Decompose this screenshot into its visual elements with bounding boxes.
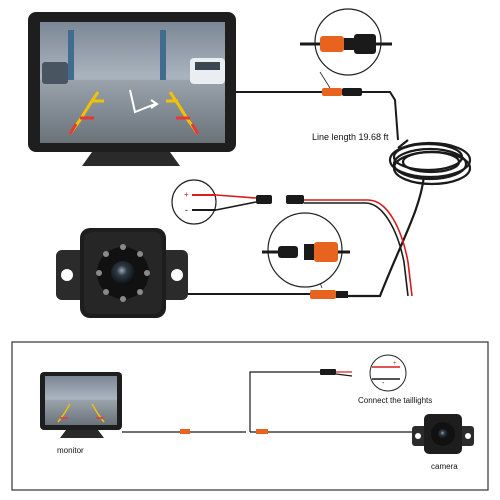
arrow-icon — [129, 89, 156, 114]
plus-sign-small: + — [393, 361, 397, 367]
camera-lens-icon — [111, 261, 135, 285]
camera-connector-zoom — [262, 212, 350, 289]
monitor-label: monitor — [57, 446, 84, 455]
camera-label: camera — [431, 462, 458, 471]
parking-guidelines — [68, 91, 200, 135]
plus-sign: + — [184, 190, 189, 199]
taillight-wire-zoom: + - — [369, 354, 407, 392]
wiring-diagram-panel — [11, 341, 489, 491]
monitor-stand — [82, 152, 180, 166]
camera-large — [56, 228, 188, 318]
monitor-small — [40, 372, 122, 438]
minus-sign: - — [185, 205, 188, 215]
monitor-large — [28, 12, 236, 166]
camera-small — [412, 414, 474, 454]
minus-sign-small: - — [382, 380, 385, 387]
connect-taillights-label: Connect the taillights — [358, 396, 433, 405]
cable-coil — [348, 139, 472, 298]
monitor-connector-zoom — [300, 8, 392, 89]
line-length-label: Line length 19.68 ft — [312, 132, 389, 142]
power-wire-zoom: + - — [171, 179, 217, 225]
